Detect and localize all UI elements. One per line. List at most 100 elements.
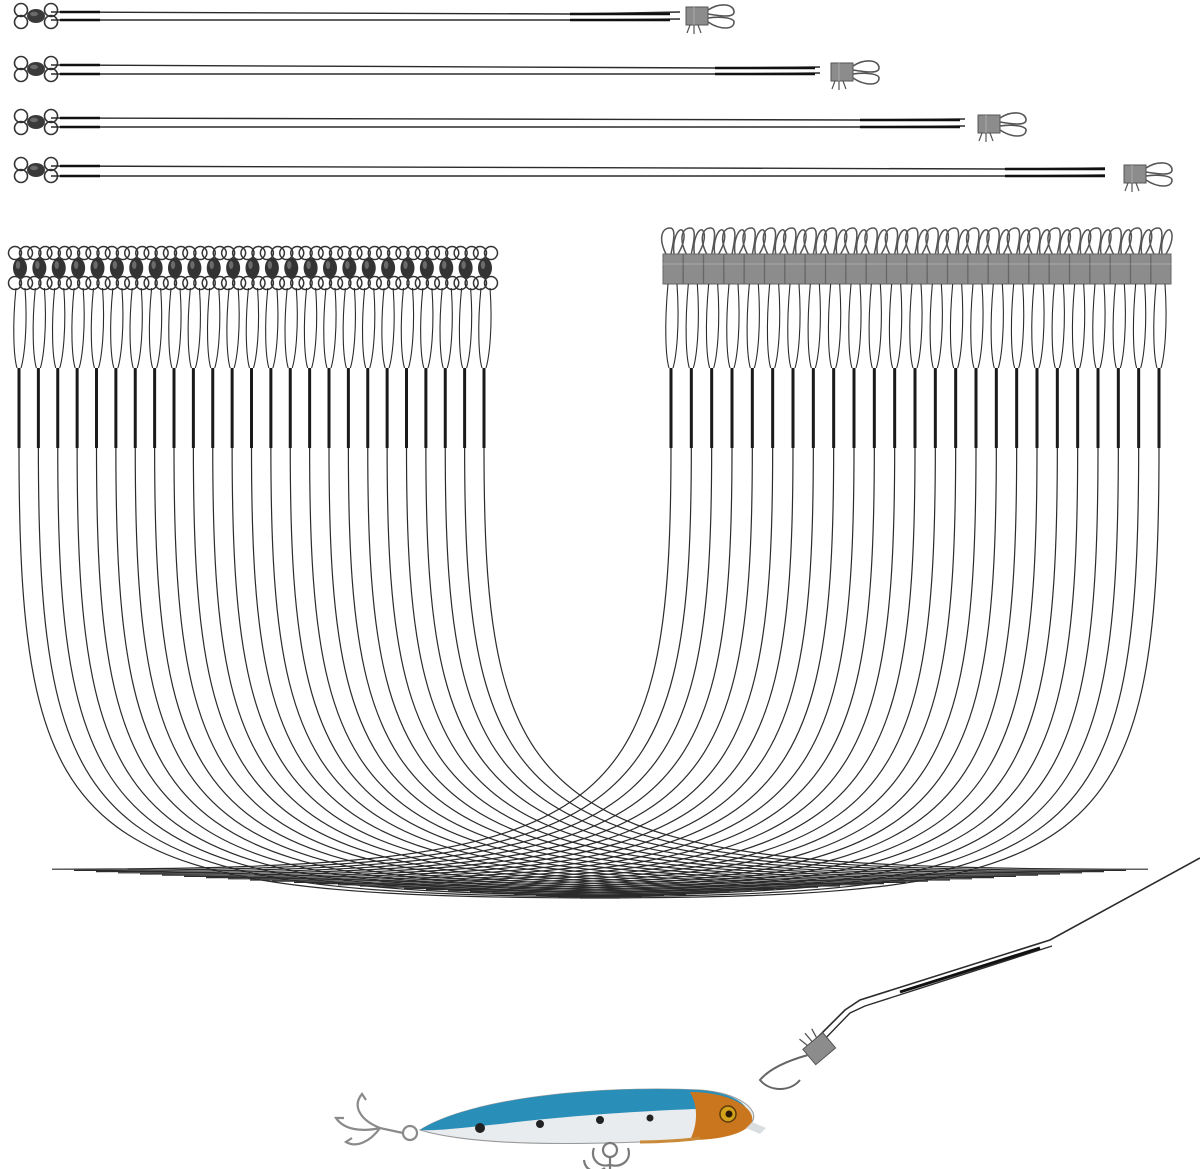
snap — [1108, 227, 1133, 285]
wire-loop — [1153, 283, 1167, 369]
leader-wire — [115, 447, 731, 893]
swivel-bundle-left — [7, 245, 499, 448]
wire-loop — [110, 287, 124, 369]
wire-loop — [1112, 283, 1126, 369]
leader-wire — [76, 447, 687, 895]
leader-wire — [270, 447, 907, 883]
leader-wire — [293, 447, 896, 883]
leader-wire — [73, 447, 692, 871]
swivel — [434, 245, 460, 291]
leader-wire — [173, 447, 797, 889]
wire-loop — [1010, 283, 1025, 369]
wire-loop — [929, 283, 943, 369]
wire-loop — [970, 283, 984, 369]
swivel — [395, 245, 421, 291]
wire-loop — [284, 287, 298, 369]
wire-loop — [827, 283, 842, 369]
leader-wire — [425, 447, 1018, 891]
wire-loop — [420, 287, 434, 369]
wire-loop — [342, 287, 356, 369]
wire-loop — [1051, 283, 1065, 369]
leader-wire — [425, 447, 1083, 874]
leader-wire — [535, 447, 1119, 897]
snap — [1026, 227, 1051, 285]
wire-loop — [705, 283, 720, 369]
leader-wire — [183, 447, 794, 877]
wire-loop — [148, 287, 163, 369]
leader-wire — [403, 447, 997, 889]
leader-wire — [117, 447, 733, 874]
swivel — [46, 245, 72, 291]
wire-loop — [1092, 283, 1106, 369]
leader-wire — [579, 447, 1160, 899]
wire-loop — [766, 283, 781, 369]
leader-row-1 — [13, 2, 735, 35]
swivel — [317, 245, 344, 291]
swivel — [104, 245, 131, 291]
snap — [721, 227, 746, 285]
leader-wire — [95, 447, 713, 873]
swivel — [201, 245, 227, 291]
swivel — [182, 245, 208, 291]
snap — [1067, 227, 1092, 285]
snap — [986, 227, 1011, 285]
leader-wire — [483, 447, 1149, 870]
snap — [742, 227, 767, 285]
swivel — [279, 245, 305, 291]
swivel — [85, 245, 111, 291]
swivel — [7, 245, 34, 291]
snap — [1006, 227, 1031, 285]
wire-loop — [439, 287, 453, 369]
leader-wire — [231, 447, 863, 886]
swivel — [240, 245, 266, 291]
wire-loop — [400, 287, 415, 369]
wire-loop — [458, 287, 473, 369]
leader-wire — [359, 447, 957, 887]
swivel — [375, 245, 402, 291]
leader-wire — [491, 447, 1079, 894]
leader-row-2 — [13, 55, 880, 91]
wire-loop — [1031, 283, 1045, 369]
leader-wire — [444, 447, 1105, 873]
leader-wire — [469, 447, 1058, 893]
leader-wire — [347, 447, 995, 879]
leader-wire — [212, 447, 841, 887]
leader-wire — [139, 447, 753, 875]
wire-loop — [909, 283, 923, 369]
snap — [1047, 227, 1072, 285]
swivel — [259, 245, 286, 291]
leader-wire — [557, 447, 1140, 898]
wire-loop — [685, 283, 699, 369]
leader-row-3 — [13, 108, 1027, 143]
wire-loop — [51, 287, 66, 369]
leader-wire — [154, 447, 775, 891]
wire-loop — [13, 287, 27, 369]
wire-loop — [665, 283, 679, 369]
leader-wire — [464, 447, 1127, 871]
snap — [1087, 227, 1112, 285]
swivel — [337, 245, 363, 291]
leader-wire — [57, 447, 665, 897]
wire-loop — [129, 287, 143, 369]
lure-rear-hook — [333, 1092, 419, 1146]
snap — [782, 227, 807, 285]
wire-loop — [361, 287, 376, 369]
wire-loop — [868, 283, 882, 369]
leader-wire — [337, 447, 936, 886]
leader-wire — [328, 447, 973, 880]
wire-loop — [226, 287, 240, 369]
snap — [762, 227, 787, 285]
wire-loop — [265, 287, 279, 369]
leader-wire — [161, 447, 774, 876]
leader-wire — [447, 447, 1038, 892]
swivel — [27, 245, 53, 291]
leader-wire — [386, 447, 1039, 876]
swivel — [414, 245, 441, 291]
wire-loop — [888, 283, 903, 369]
snap — [864, 227, 889, 285]
swivel — [162, 245, 189, 291]
wire-loop — [90, 287, 105, 369]
bundle-wires — [18, 447, 1160, 899]
wire-loop — [726, 283, 740, 369]
snap — [945, 227, 970, 285]
